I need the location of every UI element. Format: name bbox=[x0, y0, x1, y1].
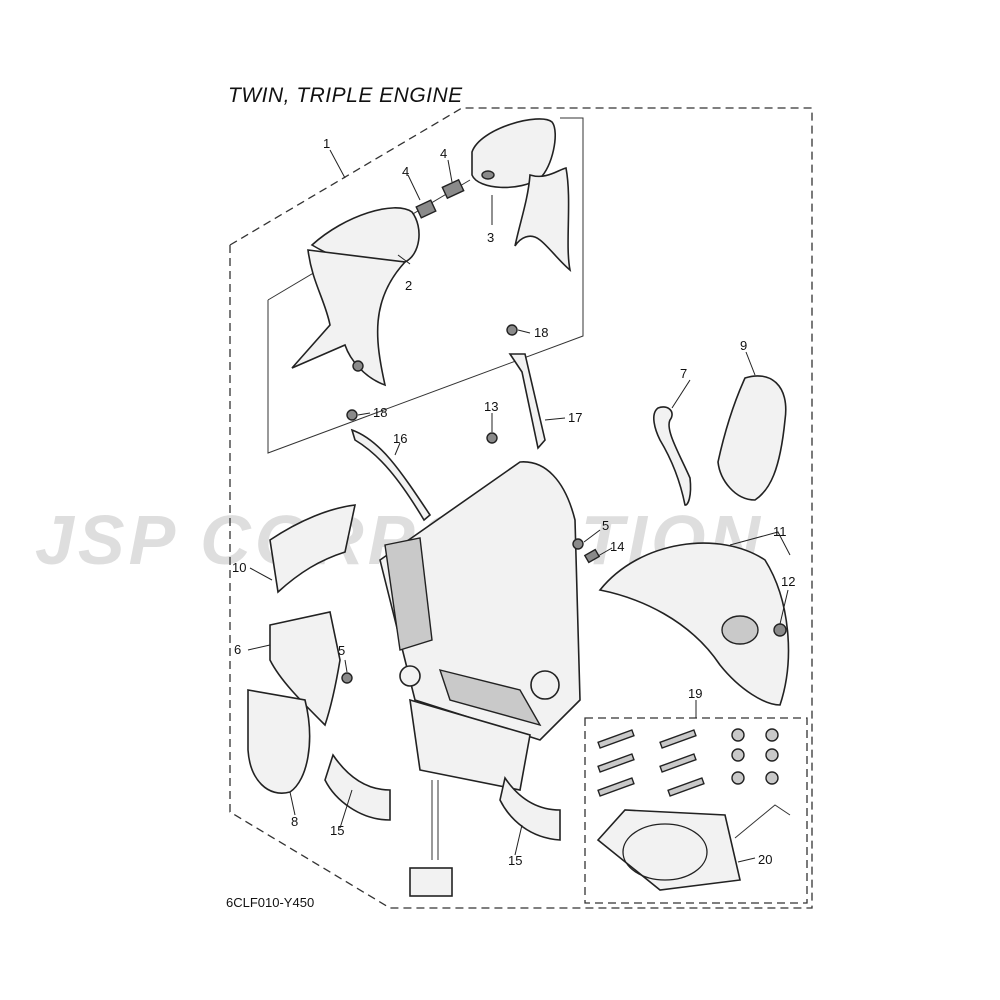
diagram-code: 6CLF010-Y450 bbox=[226, 895, 315, 910]
main-body bbox=[379, 461, 581, 791]
screw-18a bbox=[506, 324, 518, 336]
hardware-kit bbox=[597, 728, 779, 797]
screw-13 bbox=[486, 432, 498, 444]
handle-group-bracket bbox=[267, 117, 584, 454]
cover-11 bbox=[598, 542, 790, 706]
callout-1: 1 bbox=[323, 136, 330, 151]
handle-left bbox=[291, 207, 420, 387]
callout-12: 12 bbox=[781, 574, 795, 589]
callout-2: 2 bbox=[405, 278, 412, 293]
arm-17 bbox=[508, 353, 546, 450]
cover-11-pad bbox=[721, 615, 759, 645]
callout-7: 7 bbox=[680, 366, 687, 381]
callout-18b: 18 bbox=[373, 405, 387, 420]
screw-4b bbox=[441, 178, 465, 200]
bracket-15a bbox=[324, 753, 391, 821]
callout-4b: 4 bbox=[440, 146, 447, 161]
screw-5a bbox=[572, 538, 584, 550]
gasket-plate-20 bbox=[596, 809, 741, 891]
panel-10 bbox=[269, 504, 357, 594]
callout-5a: 5 bbox=[602, 518, 609, 533]
callout-14: 14 bbox=[610, 539, 624, 554]
callout-15b: 15 bbox=[508, 853, 522, 868]
handle-right bbox=[471, 118, 572, 272]
hex-key bbox=[734, 804, 791, 839]
callout-5b: 5 bbox=[338, 643, 345, 658]
callout-13: 13 bbox=[484, 399, 498, 414]
washer-12 bbox=[773, 623, 787, 637]
callout-4a: 4 bbox=[402, 164, 409, 179]
part-7 bbox=[653, 406, 692, 506]
bracket-15b bbox=[499, 776, 561, 841]
diagram-title: TWIN, TRIPLE ENGINE bbox=[228, 84, 463, 107]
callout-6: 6 bbox=[234, 642, 241, 657]
callout-9: 9 bbox=[740, 338, 747, 353]
callout-8: 8 bbox=[291, 814, 298, 829]
screw-18b bbox=[346, 409, 358, 421]
panel-6 bbox=[269, 611, 341, 727]
arm-16 bbox=[350, 428, 432, 522]
callout-19: 19 bbox=[688, 686, 702, 701]
screw-5b bbox=[341, 672, 353, 684]
callout-18a: 18 bbox=[534, 325, 548, 340]
callout-10: 10 bbox=[232, 560, 246, 575]
callout-16: 16 bbox=[393, 431, 407, 446]
assembly-boundary bbox=[229, 107, 813, 909]
callout-15a: 15 bbox=[330, 823, 344, 838]
callout-17: 17 bbox=[568, 410, 582, 425]
callout-11: 11 bbox=[773, 524, 787, 539]
wire-harness bbox=[409, 780, 453, 897]
screw-4a bbox=[415, 199, 437, 219]
cover-8 bbox=[247, 689, 311, 794]
cover-9 bbox=[717, 375, 787, 501]
part-14 bbox=[583, 548, 601, 564]
callout-20: 20 bbox=[758, 852, 772, 867]
callout-3: 3 bbox=[487, 230, 494, 245]
